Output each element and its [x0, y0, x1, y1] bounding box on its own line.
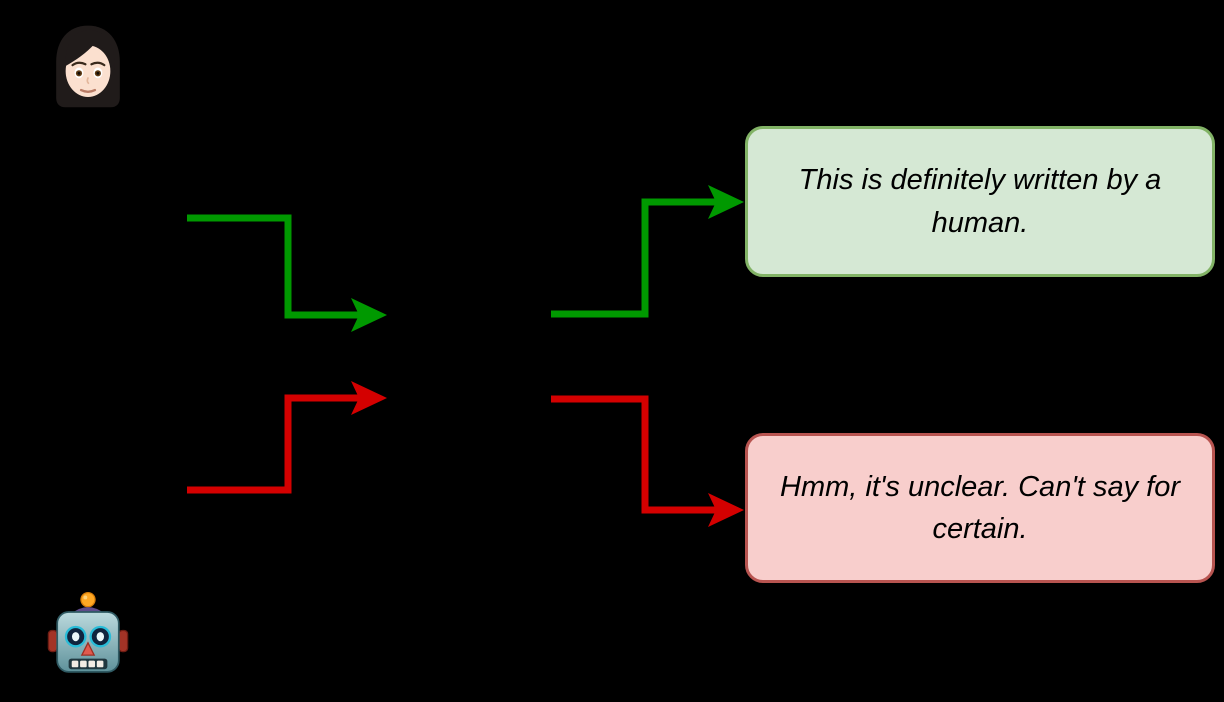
robot-antenna-bulb: [80, 591, 96, 608]
ai-flow-arrowhead-left: [351, 381, 387, 415]
ai-written-outcome-text: Hmm, it's unclear. Can't say for certain…: [780, 470, 1180, 545]
robot-tooth-3: [88, 660, 96, 668]
human-written-outcome-text: This is definitely written by a human.: [798, 164, 1162, 239]
woman-nose: [86, 77, 90, 85]
robot-tooth-1: [71, 660, 79, 668]
robot-right-eye-core: [96, 632, 105, 642]
robot-antenna-highlight: [83, 595, 88, 600]
robot-right-ear: [118, 629, 129, 653]
woman-left-pupil: [77, 71, 81, 75]
human-flow-arrowhead-left: [351, 298, 387, 332]
robot-tooth-2: [80, 660, 87, 668]
robot-left-ear: [47, 629, 58, 653]
ai-flow-line-left: [187, 394, 360, 494]
robot-nose: [80, 641, 96, 656]
ai-flow-line-right: [551, 395, 716, 514]
ai-flow-arrowhead-right: [708, 493, 744, 527]
robot-left-eye-core: [71, 632, 80, 642]
woman-mouth: [79, 88, 97, 94]
woman-right-eyebrow: [90, 61, 106, 67]
human-flow-line-right: [551, 198, 716, 318]
robot-emoji: [47, 591, 129, 673]
human-flow-arrowhead-right: [708, 185, 744, 219]
human-flow-line-left: [187, 214, 360, 319]
ai-written-outcome-box: Hmm, it's unclear. Can't say for certain…: [745, 433, 1215, 583]
human-written-outcome-box: This is definitely written by a human.: [745, 126, 1215, 277]
robot-tooth-4: [96, 660, 104, 668]
woman-left-eyebrow: [71, 61, 87, 67]
woman-emoji: [56, 25, 120, 108]
woman-right-pupil: [96, 71, 100, 75]
woman-bangs: [65, 29, 115, 71]
